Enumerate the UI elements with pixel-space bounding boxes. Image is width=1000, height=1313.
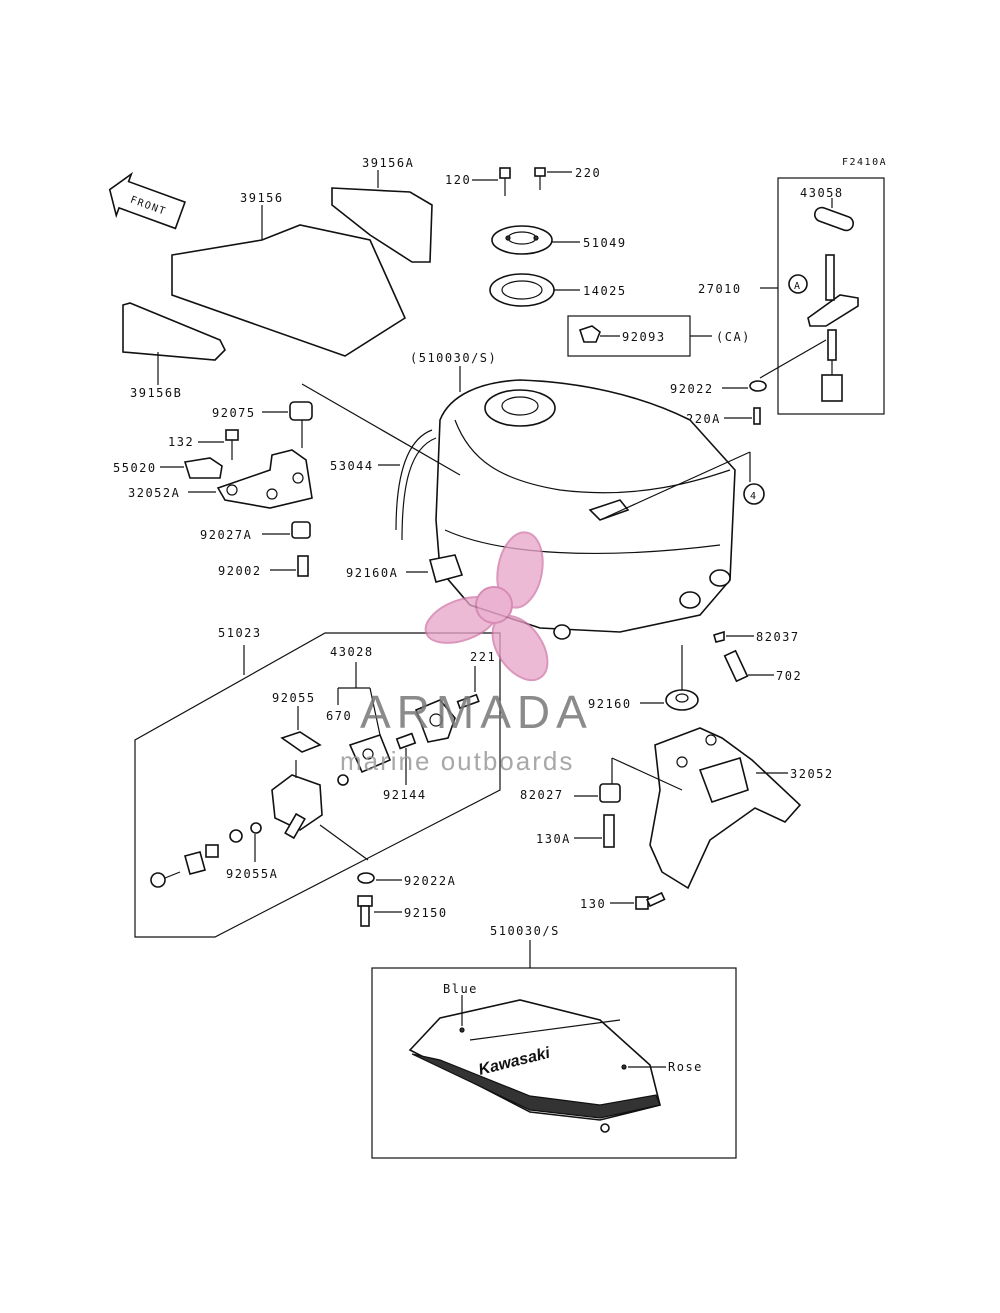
bolt-132	[198, 429, 239, 460]
label-92022: 92022	[670, 382, 714, 396]
label-92075: 92075	[212, 406, 256, 420]
label-92160: 92160	[588, 697, 632, 711]
spring-92144	[395, 732, 417, 785]
label-92150: 92150	[404, 906, 448, 920]
bolt-220	[534, 167, 572, 190]
label-92002: 92002	[218, 564, 262, 578]
label-14025: 14025	[583, 284, 627, 298]
cap-51049	[491, 225, 580, 255]
seat-pad-39156A	[331, 187, 433, 263]
hose-702	[723, 649, 774, 683]
watermark-tagline: marine outboards	[340, 746, 574, 776]
grommet-92075	[262, 401, 313, 448]
bolt-130A	[574, 814, 615, 848]
label-32052A: 32052A	[128, 486, 180, 500]
label-220: 220	[575, 166, 601, 180]
decal-box	[371, 967, 737, 1159]
valve-body	[271, 760, 323, 840]
screw-220A	[724, 407, 761, 425]
damper-55020	[160, 457, 223, 479]
label-CA: (CA)	[716, 330, 751, 344]
gasket-92055	[280, 731, 322, 753]
gasket-14025	[489, 273, 580, 307]
label-53044: 53044	[330, 459, 374, 473]
label-51049: 51049	[583, 236, 627, 250]
label-82027: 82027	[520, 788, 564, 802]
label-130: 130	[580, 897, 606, 911]
label-92055A: 92055A	[226, 867, 278, 881]
label-39156: 39156	[240, 191, 284, 205]
label-92144: 92144	[383, 788, 427, 802]
stay-82037	[713, 630, 754, 643]
label-220A: 220A	[686, 412, 721, 426]
fuel-sender-box	[759, 177, 885, 415]
washer-92022A	[357, 872, 402, 884]
seat-pad-39156	[171, 224, 407, 357]
label-120: 120	[445, 173, 471, 187]
label-43058: 43058	[800, 186, 844, 200]
label-51023: 51023	[218, 626, 262, 640]
part-box-92093	[567, 315, 712, 357]
label-39156A: 39156A	[362, 156, 414, 170]
cover-43028	[348, 699, 456, 774]
label-92055: 92055	[272, 691, 316, 705]
watermark-logo-icon	[424, 531, 549, 682]
label-4: 4	[750, 491, 758, 502]
collar-82027	[574, 757, 683, 803]
valve-parts	[150, 822, 262, 888]
label-132: 132	[168, 435, 194, 449]
watermark-brand: ARMADA	[360, 686, 593, 738]
label-221: 221	[470, 650, 496, 664]
label-rose: Rose	[668, 1060, 703, 1074]
label-92022A: 92022A	[404, 874, 456, 888]
diagram-id: F2410A	[842, 157, 887, 168]
bolt-92150	[357, 895, 402, 927]
washer-92022	[722, 380, 767, 392]
screw-221	[456, 693, 480, 710]
collar-92027A	[262, 521, 311, 539]
tank-decal: Kawasaki	[408, 999, 661, 1133]
bracket-32052	[649, 727, 802, 890]
grommet-92160	[640, 645, 699, 711]
fuel-tank	[395, 379, 736, 640]
bolt-92002	[270, 555, 309, 577]
bolt-120	[472, 167, 511, 196]
front-arrow-icon: FRONT	[108, 171, 187, 230]
label-92027A: 92027A	[200, 528, 252, 542]
label-43028: 43028	[330, 645, 374, 659]
label-92160A: 92160A	[346, 566, 398, 580]
label-92093: 92093	[622, 330, 666, 344]
label-A: A	[794, 281, 802, 292]
bracket-32052A	[188, 449, 313, 509]
label-702: 702	[776, 669, 802, 683]
label-blue: Blue	[443, 982, 478, 996]
label-27010: 27010	[698, 282, 742, 296]
label-510030S-top: (510030/S)	[410, 351, 497, 365]
pad-92160A	[406, 554, 464, 583]
label-670: 670	[326, 709, 352, 723]
label-55020: 55020	[113, 461, 157, 475]
label-32052: 32052	[790, 767, 834, 781]
label-510030S-bottom: 510030/S	[490, 924, 560, 938]
label-39156B: 39156B	[130, 386, 182, 400]
seat-pad-39156B	[122, 302, 226, 361]
label-82037: 82037	[756, 630, 800, 644]
bolt-130	[610, 891, 666, 910]
label-130A: 130A	[536, 832, 571, 846]
